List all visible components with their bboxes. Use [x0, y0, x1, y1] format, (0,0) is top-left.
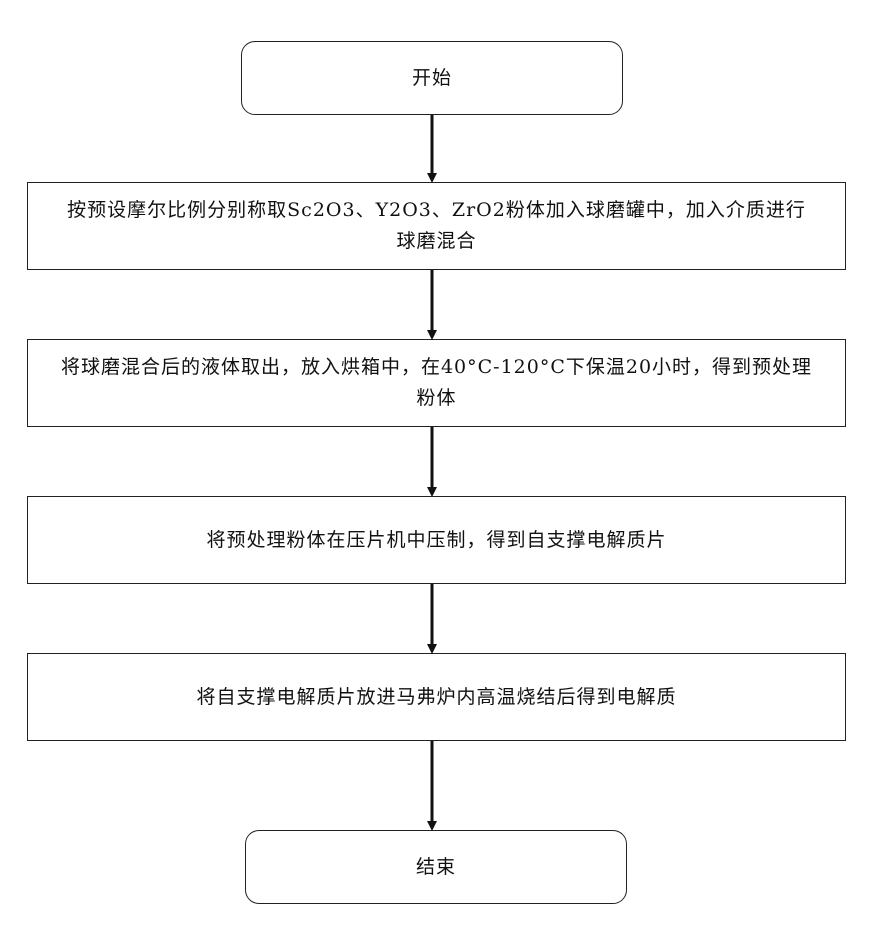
start-node: 开始 [241, 41, 623, 115]
start-label: 开始 [412, 63, 452, 94]
step-1-label: 按预设摩尔比例分别称取Sc2O3、Y2O3、ZrO2粉体加入球磨罐中，加入介质进… [58, 195, 815, 257]
step-2-label: 将球磨混合后的液体取出，放入烘箱中，在40°C-120°C下保温20小时，得到预… [58, 352, 815, 414]
end-node: 结束 [245, 830, 627, 904]
step-1-box: 按预设摩尔比例分别称取Sc2O3、Y2O3、ZrO2粉体加入球磨罐中，加入介质进… [27, 182, 846, 270]
end-label: 结束 [416, 852, 456, 883]
step-3-box: 将预处理粉体在压片机中压制，得到自支撑电解质片 [27, 496, 846, 584]
step-4-box: 将自支撑电解质片放进马弗炉内高温烧结后得到电解质 [27, 653, 846, 741]
step-4-label: 将自支撑电解质片放进马弗炉内高温烧结后得到电解质 [196, 682, 676, 713]
step-3-label: 将预处理粉体在压片机中压制，得到自支撑电解质片 [206, 525, 666, 556]
step-2-box: 将球磨混合后的液体取出，放入烘箱中，在40°C-120°C下保温20小时，得到预… [27, 339, 846, 427]
